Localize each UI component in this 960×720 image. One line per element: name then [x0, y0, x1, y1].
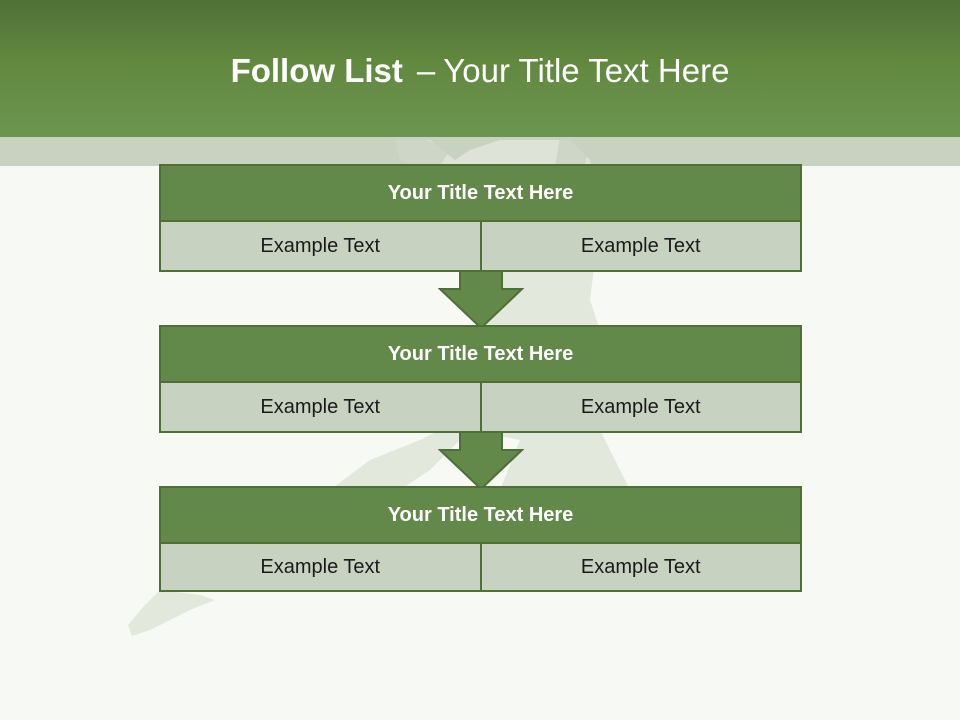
header-bar: [0, 0, 960, 137]
step-title: Your Title Text Here: [161, 488, 800, 544]
step-cell-right: Example Text: [479, 222, 801, 270]
down-arrow-icon: [438, 271, 524, 329]
header-band: [0, 137, 960, 166]
step-box-2: Your Title Text Here Example Text Exampl…: [159, 325, 802, 433]
title-dash: –: [416, 52, 436, 89]
step-cell-left: Example Text: [260, 395, 381, 418]
down-arrow-icon: [438, 432, 524, 490]
step-cell-left: Example Text: [260, 234, 381, 257]
step-box-1: Your Title Text Here Example Text Exampl…: [159, 164, 802, 272]
step-cell-right: Example Text: [479, 544, 801, 590]
slide-title: Follow List–Your Title Text Here: [0, 52, 960, 90]
title-rest: Your Title Text Here: [443, 52, 730, 89]
step-box-3: Your Title Text Here Example Text Exampl…: [159, 486, 802, 592]
step-cell-right: Example Text: [479, 383, 801, 431]
step-cell-left: Example Text: [260, 555, 381, 578]
step-title: Your Title Text Here: [161, 327, 800, 383]
step-title: Your Title Text Here: [161, 166, 800, 222]
title-bold: Follow List: [230, 52, 403, 89]
